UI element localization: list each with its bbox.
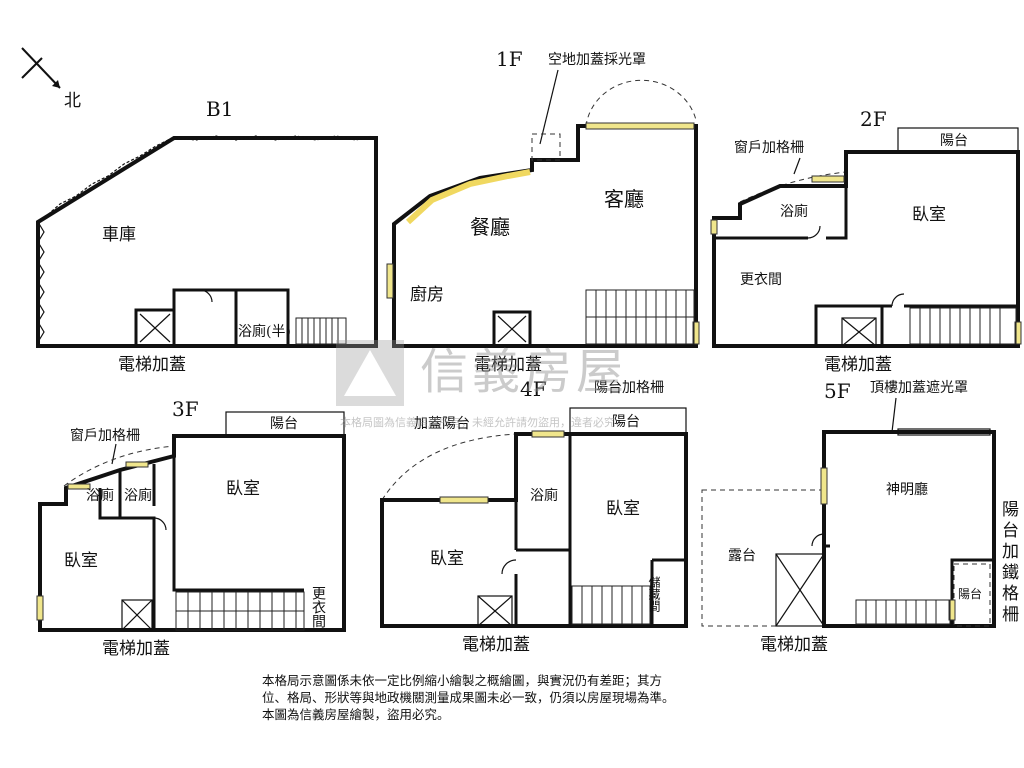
- room-4f-storage: 儲藏間: [647, 576, 661, 612]
- north-arrow-icon: [52, 80, 60, 88]
- room-2f-bedroom: 臥室: [912, 205, 946, 225]
- disclaimer-notes: 本格局示意圖係未依一定比例縮小繪製之概繪圖，與實況仍有差距；其方 位、格局、形狀…: [262, 672, 782, 723]
- 3f-balcony: 陽台: [270, 416, 298, 432]
- stairs-5f: [855, 599, 951, 625]
- watermark-notice: 本格局圖為信義房屋所有，未經允許請勿盜用，違者必究: [340, 416, 615, 429]
- stairs-2f: [909, 307, 1017, 345]
- 5f-balcony: 陽台: [958, 586, 982, 601]
- 4f-balcony: 陽台: [612, 414, 640, 430]
- disclaimer-line: 本圖為信義房屋繪製，盜用必究。: [262, 707, 450, 722]
- floor-4f: 4F 陽台加格柵 加蓋陽台 陽台 浴廁 臥室 臥室 儲藏間 電梯加蓋: [380, 377, 688, 655]
- room-dining: 餐廳: [470, 215, 510, 239]
- 4f-elevator-label: 電梯加蓋: [462, 635, 530, 655]
- room-3f-bath-2: 浴廁: [124, 487, 152, 504]
- floor-b1: B1 車庫 浴廁(半) 電梯加蓋: [36, 97, 378, 375]
- room-5f-shrine: 神明廳: [886, 481, 928, 498]
- disclaimer-line: 位、格局、形狀等與地政機關測量成果圖未必一致，仍須以房屋現場為準。: [262, 690, 675, 705]
- room-3f-bedroom-right: 臥室: [226, 479, 260, 499]
- room-garage: 車庫: [102, 225, 136, 245]
- room-3f-bath-1: 浴廁: [86, 487, 114, 504]
- stairs-b1: [295, 317, 347, 345]
- 3f-elevator-label: 電梯加蓋: [102, 639, 170, 659]
- 2f-balcony: 陽台: [940, 133, 968, 149]
- room-kitchen: 廚房: [410, 284, 444, 305]
- 4f-balcony-grille: 陽台加格柵: [594, 380, 664, 396]
- 5f-balcony-iron-grille: 陽台加鐵格柵: [998, 500, 1019, 626]
- floor-3f: 3F 陽台 窗戶加格柵 浴廁 浴廁 臥室 臥室 更衣間 電梯加蓋: [36, 397, 346, 659]
- compass: 北: [21, 47, 81, 111]
- skylight-label: 空地加蓋採光罩: [548, 52, 646, 68]
- 5f-rooftop-shade: 頂樓加蓋遮光罩: [870, 380, 968, 396]
- floor-title-2f: 2F: [860, 107, 887, 131]
- floor-title-5f: 5F: [824, 379, 851, 403]
- room-3f-bedroom-left: 臥室: [64, 551, 98, 571]
- north-label: 北: [64, 91, 81, 111]
- floor-title-4f: 4F: [520, 377, 547, 401]
- room-4f-bedroom-left: 臥室: [430, 549, 464, 569]
- watermark-logo: [336, 340, 404, 406]
- room-2f-closet: 更衣間: [740, 272, 782, 288]
- floor-title-3f: 3F: [172, 397, 199, 421]
- room-b1-bath: 浴廁(半): [238, 323, 291, 340]
- 4f-added-balcony: 加蓋陽台: [414, 416, 470, 432]
- stairs-3f: [175, 591, 305, 631]
- room-4f-bedroom-right: 臥室: [606, 499, 640, 519]
- 2f-window-grille: 窗戶加格柵: [734, 139, 804, 156]
- room-4f-bath: 浴廁: [530, 487, 558, 504]
- room-3f-closet: 更衣間: [310, 586, 326, 629]
- disclaimer-line: 本格局示意圖係未依一定比例縮小繪製之概繪圖，與實況仍有差距；其方: [262, 673, 663, 688]
- 3f-window-grille: 窗戶加格柵: [70, 427, 140, 444]
- floor-title-1f: 1F: [496, 47, 523, 71]
- room-2f-bath: 浴廁: [780, 203, 808, 220]
- stairs-4f: [571, 585, 651, 625]
- b1-elevator-label: 電梯加蓋: [118, 355, 186, 375]
- floor-5f: 5F 頂樓加蓋遮光罩 露台 神明廳 陽台 陽台加鐵格柵 電梯加蓋: [701, 379, 1019, 655]
- 1f-elevator-label: 電梯加蓋: [474, 355, 542, 375]
- watermark-brand: 信義房屋: [420, 344, 629, 400]
- floor-2f: 2F 陽台 窗戶加格柵 浴廁 臥室 更衣間 電梯加蓋: [710, 107, 1022, 375]
- floor-title-b1: B1: [206, 97, 233, 121]
- stairs-1f: [585, 289, 695, 345]
- room-living: 客廳: [604, 187, 644, 211]
- floor-1f: 1F 空地加蓋採光罩 餐廳 客廳 廚房 電梯加蓋: [386, 47, 700, 375]
- 5f-terrace: 露台: [728, 548, 756, 564]
- 5f-elevator-label: 電梯加蓋: [760, 635, 828, 655]
- 2f-elevator-label: 電梯加蓋: [824, 355, 892, 375]
